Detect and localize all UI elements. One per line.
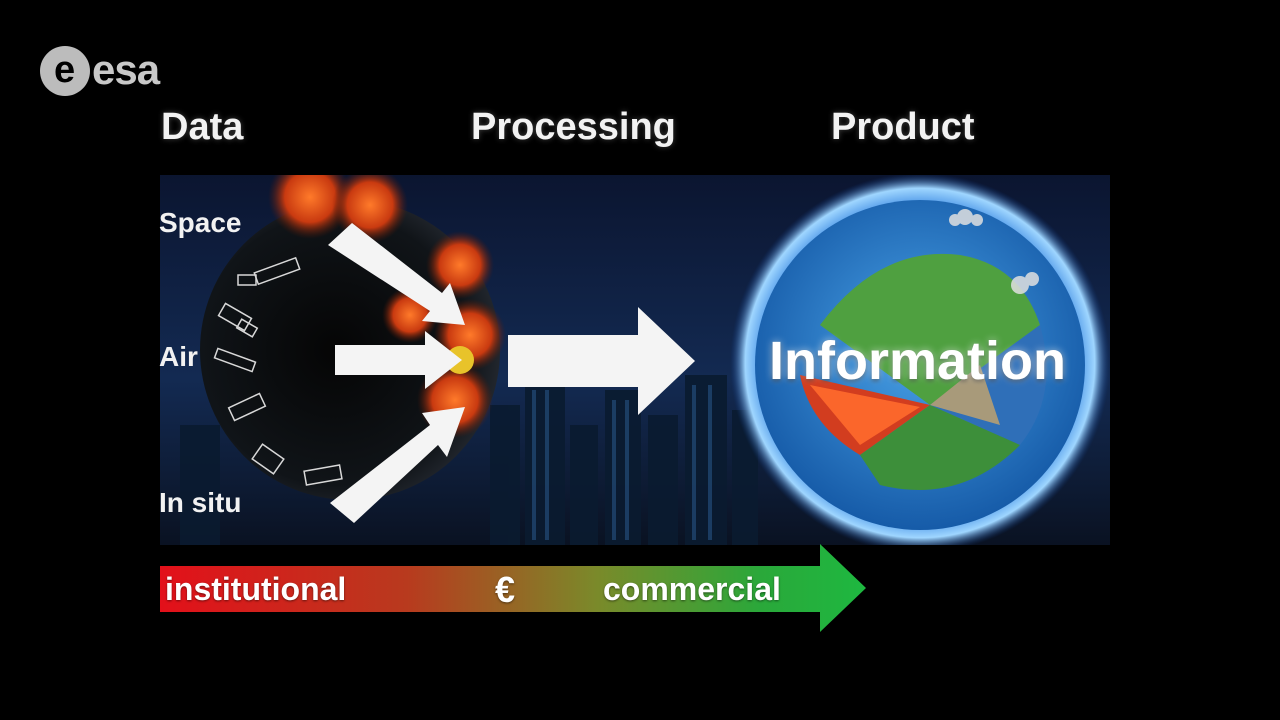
scale-label-institutional: institutional xyxy=(165,571,347,607)
source-air: Air xyxy=(159,341,198,372)
scene-panel xyxy=(160,175,1110,545)
satellite-icon xyxy=(213,256,343,486)
heading-data: Data xyxy=(161,106,244,148)
heading-processing: Processing xyxy=(471,106,676,148)
institutional-commercial-scale: institutional € commercial xyxy=(160,544,870,632)
esa-logo-disc: e xyxy=(40,46,90,96)
heading-product: Product xyxy=(831,106,975,148)
source-in-situ: In situ xyxy=(159,487,242,518)
esa-logo-icon: e esa xyxy=(40,44,190,100)
source-space: Space xyxy=(159,207,242,238)
information-label: Information xyxy=(769,331,1066,391)
esa-logo-text: esa xyxy=(92,46,160,93)
arrow-right-icon xyxy=(328,223,695,523)
scale-label-commercial: commercial xyxy=(603,571,781,607)
city-skyline xyxy=(180,375,758,545)
euro-sign: € xyxy=(495,569,516,610)
scale-arrow xyxy=(160,544,866,632)
